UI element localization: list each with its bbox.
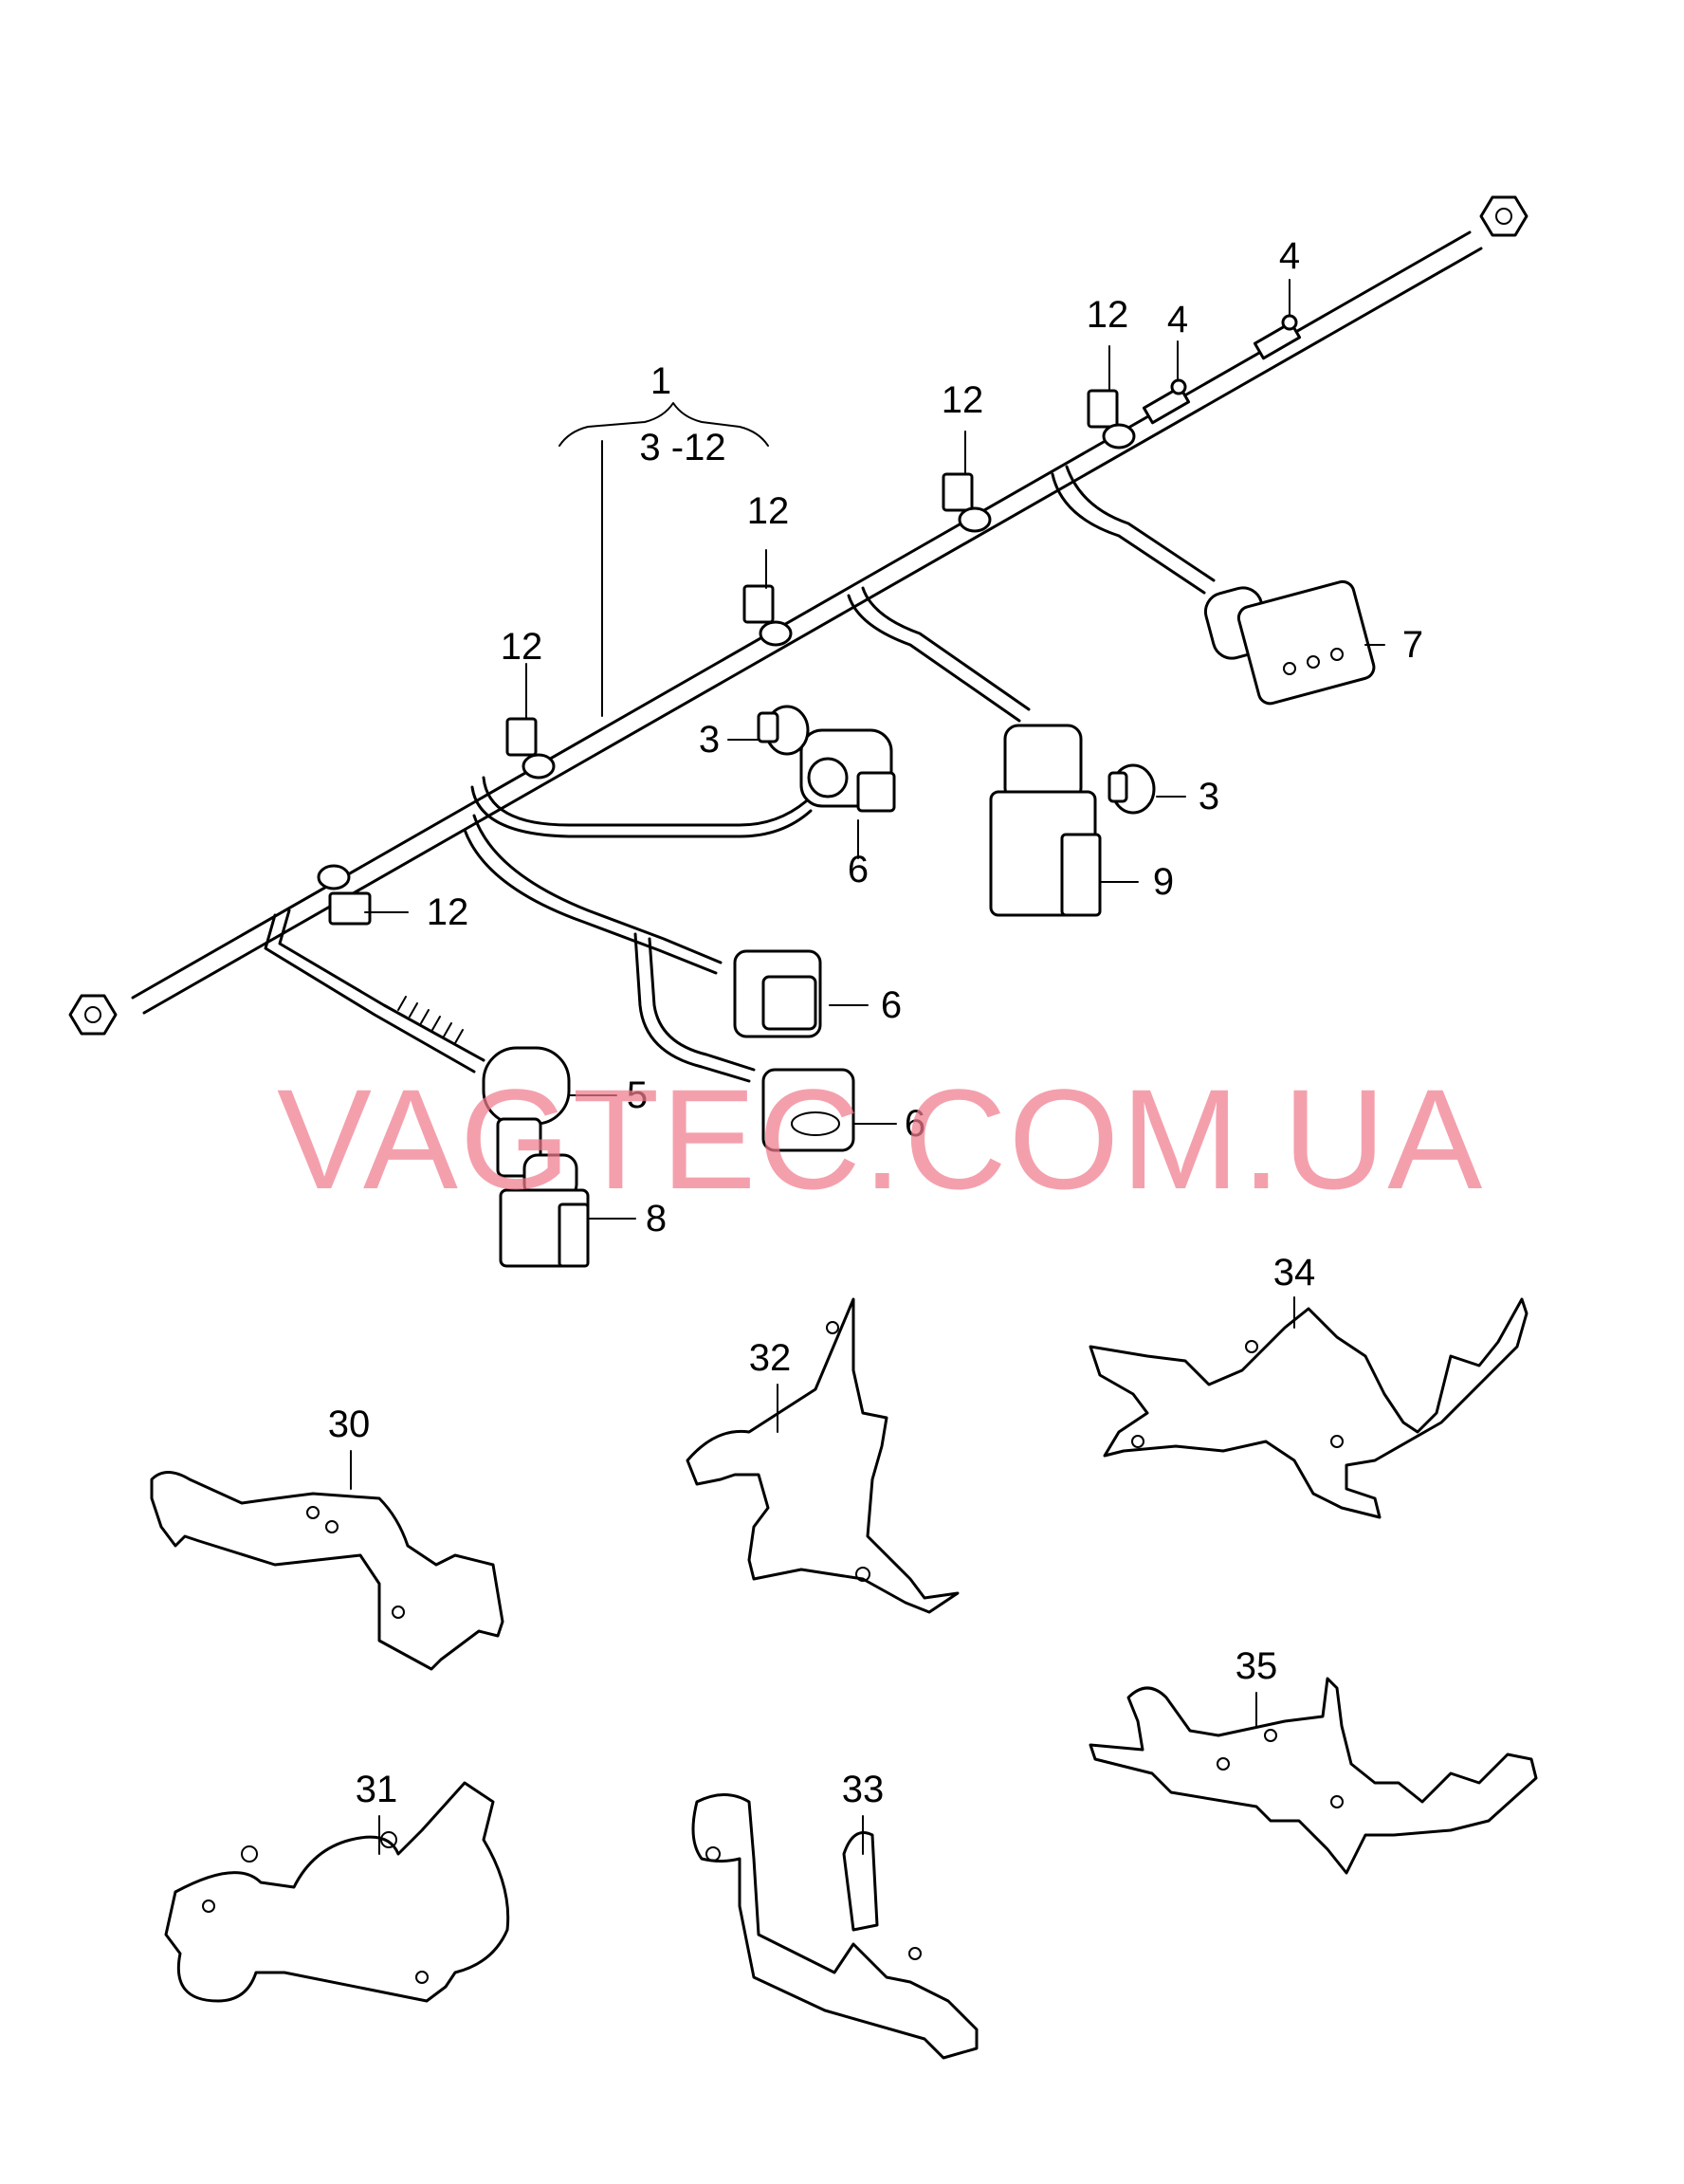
clip-12-4 xyxy=(1087,389,1136,450)
bracket-32 xyxy=(686,1297,960,1614)
callout-4b: 4 xyxy=(1279,235,1300,277)
callout-12-4: 12 xyxy=(1087,294,1129,336)
callout-35: 35 xyxy=(1236,1645,1278,1687)
callout-7: 7 xyxy=(1402,624,1423,666)
clip-12-1 xyxy=(505,717,556,780)
leader-lines xyxy=(350,279,1385,1855)
connector-9 xyxy=(989,724,1102,917)
bracket-31 xyxy=(164,1781,510,2003)
connector-6-upper xyxy=(799,728,896,813)
callout-12-2: 12 xyxy=(747,490,790,532)
callout-8: 8 xyxy=(646,1198,667,1239)
callout-9: 9 xyxy=(1153,861,1174,903)
connector-6-middle xyxy=(733,949,822,1038)
watermark: VAGTEC.COM.UA xyxy=(277,1059,1484,1219)
callout-1: 1 xyxy=(650,360,671,402)
callout-6c: 6 xyxy=(905,1103,925,1145)
callout-31: 31 xyxy=(356,1769,398,1810)
callout-5: 5 xyxy=(627,1074,648,1116)
clip-12-3 xyxy=(942,472,992,533)
connector-8 xyxy=(499,1153,590,1268)
clip-12-2 xyxy=(742,584,793,647)
callout-12-5: 12 xyxy=(427,891,469,933)
bulb-3-right xyxy=(1107,763,1156,815)
bracket-35 xyxy=(1089,1677,1538,1875)
bulb-3-left xyxy=(757,705,810,756)
cable-ties xyxy=(1142,314,1302,425)
callout-12-1: 12 xyxy=(501,626,543,668)
callout-1-range: 3 -12 xyxy=(639,427,725,468)
callout-3b: 3 xyxy=(1199,776,1219,817)
bracket-30 xyxy=(150,1471,504,1671)
callout-labels: 1 3 -12 12 12 12 12 12 4 4 7 3 3 6 9 6 5… xyxy=(328,235,1423,1810)
callout-33: 33 xyxy=(842,1769,885,1810)
bracket-33 xyxy=(691,1793,979,2060)
connector-7 xyxy=(1203,579,1376,706)
callout-32: 32 xyxy=(749,1337,792,1379)
callout-3a: 3 xyxy=(699,719,720,761)
callout-4a: 4 xyxy=(1167,299,1188,340)
callout-30: 30 xyxy=(328,1404,371,1445)
branch-wires xyxy=(264,465,1216,1083)
clip-12-5 xyxy=(317,864,372,926)
callout-6b: 6 xyxy=(881,984,902,1026)
harness-clips xyxy=(317,389,1136,926)
callout-12-3: 12 xyxy=(942,379,984,421)
callout-34: 34 xyxy=(1273,1252,1316,1294)
bracket-34 xyxy=(1089,1297,1528,1519)
main-harness-trunk xyxy=(68,195,1528,1036)
callout-6a: 6 xyxy=(848,849,869,890)
connector-6-lower xyxy=(761,1068,855,1152)
